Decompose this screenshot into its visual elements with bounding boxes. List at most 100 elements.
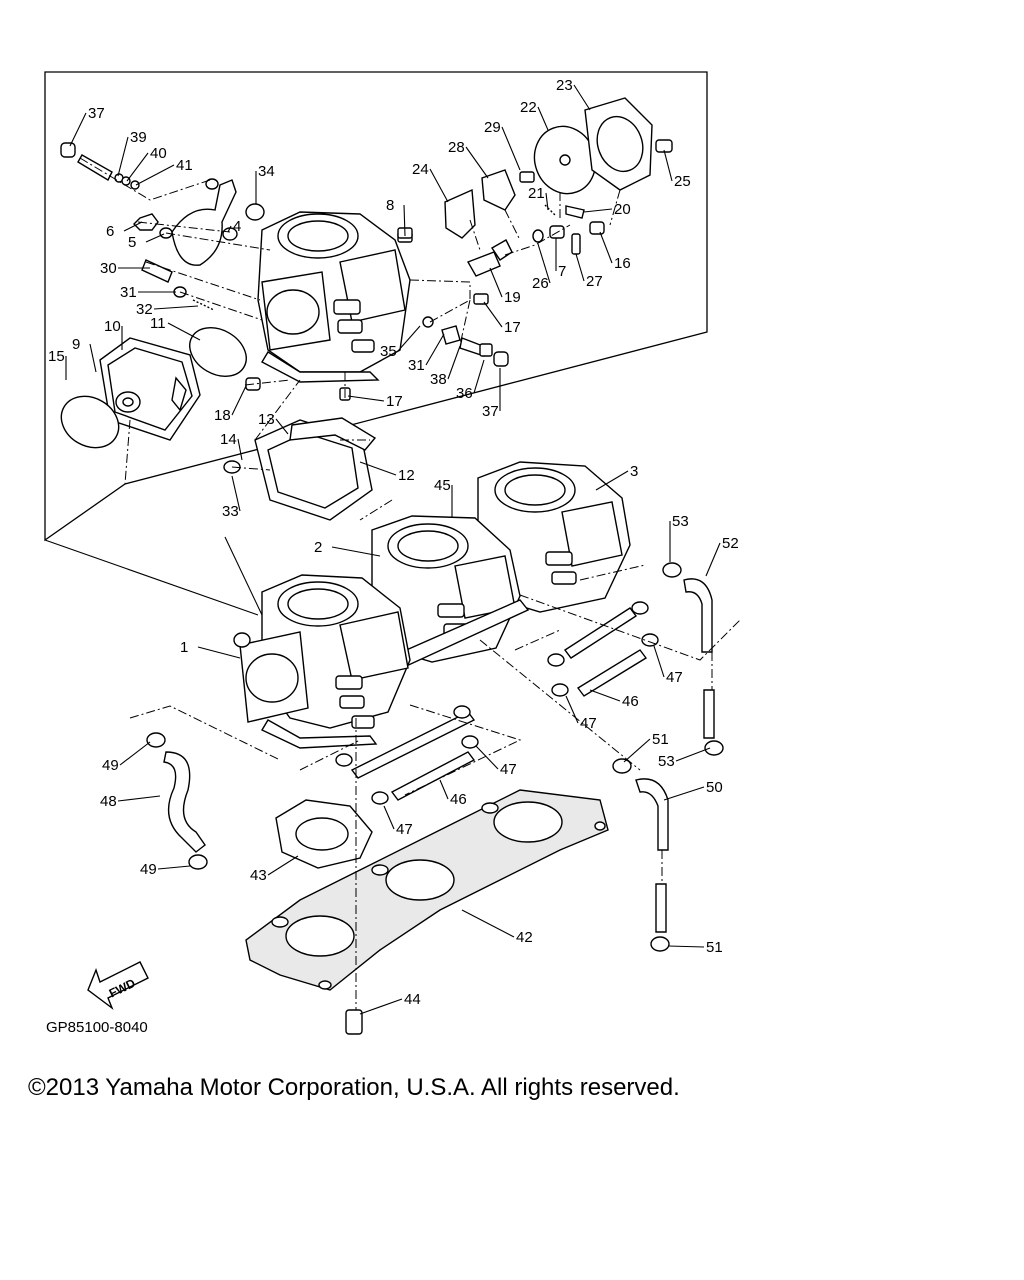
forward-direction-arrow: FWD <box>87 961 149 1011</box>
callout-number: 14 <box>220 431 237 448</box>
callout-number: 47 <box>580 715 597 732</box>
callout-number: 49 <box>102 757 119 774</box>
leader-line <box>461 909 515 938</box>
leader-line <box>89 343 97 373</box>
leader-line <box>197 646 241 659</box>
leader-line <box>537 106 549 131</box>
leader-line <box>153 305 199 310</box>
callout-number: 1 <box>180 639 188 656</box>
callout-number: 3 <box>630 463 638 480</box>
leader-line <box>275 418 289 435</box>
leader-line <box>575 253 585 282</box>
inset-leader <box>44 539 259 616</box>
intake-manifold <box>245 789 609 991</box>
callout-number: 16 <box>614 255 631 272</box>
inset-guide-lines <box>79 157 621 521</box>
leader-line <box>653 645 665 678</box>
callout-number: 49 <box>140 861 157 878</box>
callout-number: 43 <box>250 867 267 884</box>
callout-number: 4 <box>233 218 241 235</box>
inset-carburetor-exploded <box>60 97 673 521</box>
leader-line <box>231 385 247 416</box>
leader-line <box>227 225 232 233</box>
callout-number: 45 <box>434 477 451 494</box>
leader-line <box>565 695 579 724</box>
leader-line <box>623 738 651 763</box>
callout-number: 2 <box>314 539 322 556</box>
callout-number: 41 <box>176 157 193 174</box>
leader-line <box>429 168 449 203</box>
leader-line <box>475 745 499 770</box>
leader-line <box>157 865 191 870</box>
callout-number: 31 <box>408 357 425 374</box>
callout-number: 37 <box>482 403 499 420</box>
leader-line <box>465 146 489 179</box>
callout-number: 15 <box>48 348 65 365</box>
leader-line <box>237 438 243 461</box>
leader-line <box>69 112 87 147</box>
exploded-parts-diagram: FWD GP85100-8040 37394041346543031321011… <box>44 71 741 1036</box>
callout-number: 47 <box>666 669 683 686</box>
callout-number: 19 <box>504 289 521 306</box>
callout-number: 35 <box>380 343 397 360</box>
callout-number: 47 <box>500 761 517 778</box>
callout-number: 33 <box>222 503 239 520</box>
main-guide-lines <box>129 564 741 1010</box>
callout-number: 38 <box>430 371 447 388</box>
leader-line <box>231 475 241 512</box>
callout-number: 50 <box>706 779 723 796</box>
leader-line <box>489 267 503 298</box>
leader-line <box>663 149 673 182</box>
leader-line <box>383 805 395 830</box>
callout-number: 34 <box>258 163 275 180</box>
leader-line <box>583 208 613 213</box>
leader-line <box>545 192 549 211</box>
copyright-notice: ©2013 Yamaha Motor Corporation, U.S.A. A… <box>28 1074 680 1101</box>
leader-line <box>599 231 613 264</box>
callout-number: 42 <box>516 929 533 946</box>
leader-line <box>117 795 161 802</box>
callout-number: 28 <box>448 139 465 156</box>
gasket-port <box>295 817 349 851</box>
callout-number: 23 <box>556 77 573 94</box>
callout-number: 36 <box>456 385 473 402</box>
callout-number: 29 <box>484 119 501 136</box>
callout-number: 53 <box>658 753 675 770</box>
callout-number: 32 <box>136 301 153 318</box>
inset-leader <box>224 536 263 616</box>
leader-line <box>117 136 129 177</box>
callout-number: 51 <box>706 939 723 956</box>
leader-line <box>167 322 201 341</box>
callout-number: 27 <box>586 273 603 290</box>
callout-number: 37 <box>88 105 105 122</box>
leader-line <box>447 345 461 380</box>
manifold-bolt <box>345 1009 363 1035</box>
callout-number: 22 <box>520 99 537 116</box>
callout-number: 21 <box>528 185 545 202</box>
leader-line <box>667 945 705 948</box>
callout-number: 18 <box>214 407 231 424</box>
leader-line <box>119 741 151 766</box>
leader-line <box>403 204 406 237</box>
leader-line <box>537 243 551 284</box>
leader-line <box>126 152 149 182</box>
triple-carburetor-assembly <box>233 461 631 749</box>
leader-line <box>573 84 591 111</box>
callout-number: 20 <box>614 201 631 218</box>
leader-line <box>359 461 397 476</box>
leader-line <box>663 786 705 801</box>
callout-number: 7 <box>558 263 566 280</box>
fuel-hoses-and-clamps <box>146 562 724 952</box>
callout-number: 40 <box>150 145 167 162</box>
leader-line <box>589 689 621 702</box>
callout-number: 17 <box>504 319 521 336</box>
callout-number: 8 <box>386 197 394 214</box>
callout-number: 53 <box>672 513 689 530</box>
callout-number: 44 <box>404 991 421 1008</box>
leader-line <box>483 301 503 328</box>
leader-line <box>501 126 521 171</box>
callout-number: 46 <box>622 693 639 710</box>
callout-number: 31 <box>120 284 137 301</box>
callout-number: 5 <box>128 234 136 251</box>
